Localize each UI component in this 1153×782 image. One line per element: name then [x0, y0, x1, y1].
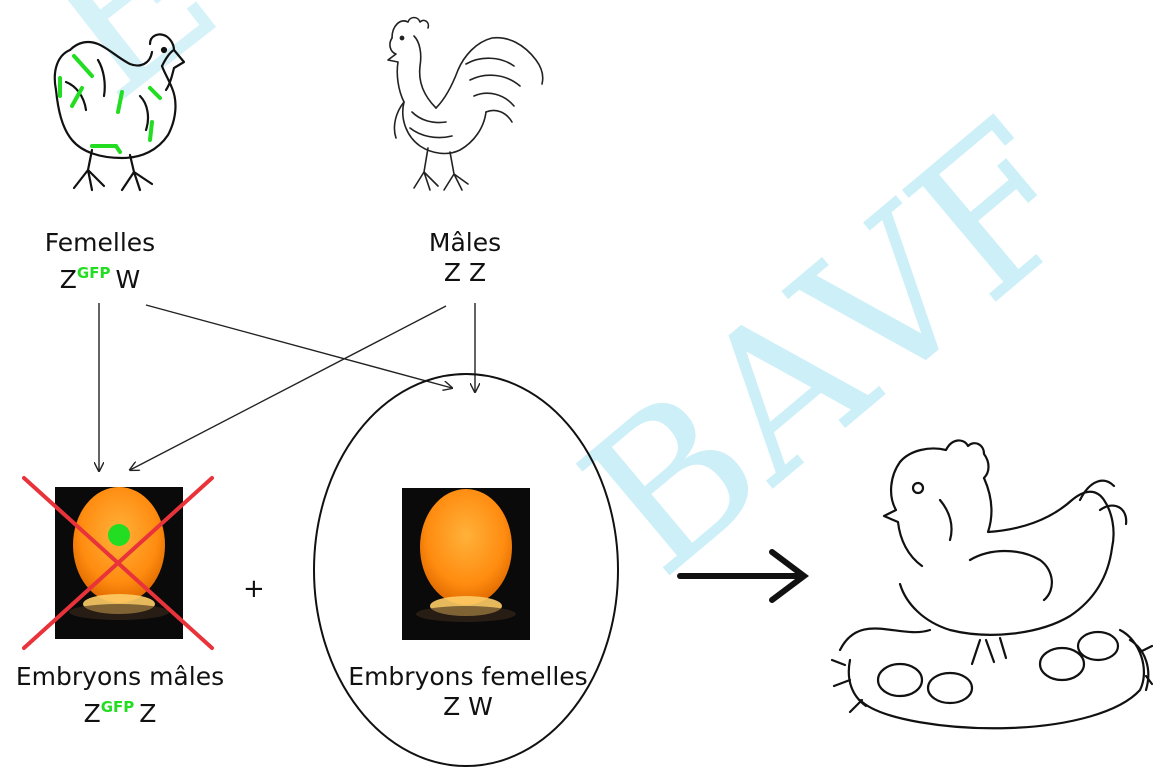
gfp-superscript: GFP [76, 264, 111, 282]
female-embryo-label: Embryons femelles Z W [336, 662, 600, 722]
gfp-dot [108, 524, 130, 546]
hen-gfp-icon [53, 33, 186, 192]
rooster-icon [387, 16, 544, 191]
plus-sign: + [243, 574, 265, 604]
genotype-z: Z [83, 699, 101, 728]
female-parent-title: Femelles [44, 228, 156, 257]
genotype-z2: Z [139, 699, 157, 728]
cross-arrows [99, 303, 475, 471]
watermark-letter-1: E [0, 0, 258, 145]
genotype-w: W [115, 265, 141, 294]
female-embryo-circle [313, 373, 619, 767]
red-cross-icon [22, 476, 214, 650]
right-arrow-icon [677, 549, 809, 603]
arrow-female-to-female-embryo [145, 304, 452, 388]
arrow-male-to-male-embryo [130, 305, 447, 470]
male-embryo-title: Embryons mâles [15, 662, 225, 691]
female-embryo-title: Embryons femelles [348, 662, 588, 691]
male-parent-label: Mâles Z Z [390, 228, 540, 288]
watermark-letters: BAVF [542, 78, 1124, 619]
male-parent-genotype: Z Z [443, 258, 487, 287]
female-embryo-genotype: Z W [443, 692, 493, 721]
gfp-superscript: GFP [100, 698, 135, 716]
gfp-marks [58, 54, 162, 154]
hen-on-nest-icon [830, 439, 1153, 730]
egg-icon [402, 488, 530, 640]
male-parent-title: Mâles [428, 228, 502, 257]
genotype-z: Z [59, 265, 77, 294]
